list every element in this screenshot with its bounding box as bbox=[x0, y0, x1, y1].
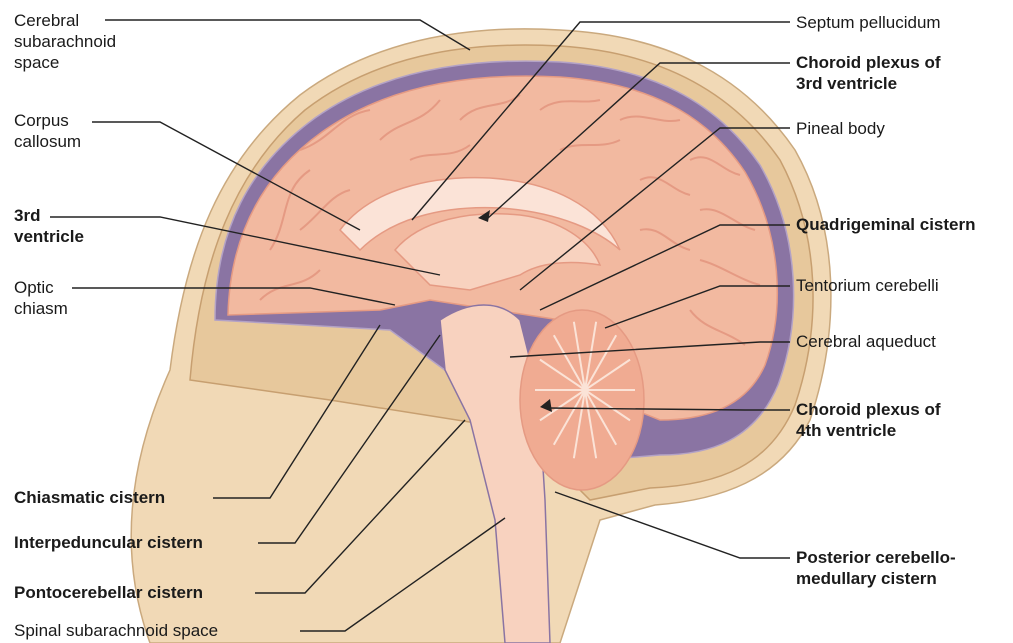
label-line: Cerebral bbox=[14, 10, 116, 31]
label-optic-chiasm: Optic chiasm bbox=[14, 277, 68, 319]
label-line: chiasm bbox=[14, 298, 68, 319]
label-line: Choroid plexus of bbox=[796, 399, 941, 420]
label-line: Posterior cerebello- bbox=[796, 547, 956, 568]
label-spinal-subarachnoid-space: Spinal subarachnoid space bbox=[14, 620, 218, 641]
label-line: ventricle bbox=[14, 226, 84, 247]
label-corpus-callosum: Corpus callosum bbox=[14, 110, 81, 152]
label-line: medullary cistern bbox=[796, 568, 956, 589]
label-line: 3rd bbox=[14, 205, 84, 226]
label-choroid-plexus-3rd: Choroid plexus of 3rd ventricle bbox=[796, 52, 941, 94]
label-line: Corpus bbox=[14, 110, 81, 131]
label-line: 4th ventricle bbox=[796, 420, 941, 441]
label-posterior-cerebellomedullary-cistern: Posterior cerebello- medullary cistern bbox=[796, 547, 956, 589]
label-line: subarachnoid bbox=[14, 31, 116, 52]
label-line: 3rd ventricle bbox=[796, 73, 941, 94]
label-line: space bbox=[14, 52, 116, 73]
label-line: Choroid plexus of bbox=[796, 52, 941, 73]
label-chiasmatic-cistern: Chiasmatic cistern bbox=[14, 487, 165, 508]
label-line: Optic bbox=[14, 277, 68, 298]
label-pineal-body: Pineal body bbox=[796, 118, 885, 139]
label-tentorium-cerebelli: Tentorium cerebelli bbox=[796, 275, 939, 296]
label-cerebral-aqueduct: Cerebral aqueduct bbox=[796, 331, 936, 352]
label-pontocerebellar-cistern: Pontocerebellar cistern bbox=[14, 582, 203, 603]
label-cerebral-subarachnoid-space: Cerebral subarachnoid space bbox=[14, 10, 116, 73]
label-interpeduncular-cistern: Interpeduncular cistern bbox=[14, 532, 203, 553]
label-line: callosum bbox=[14, 131, 81, 152]
label-choroid-plexus-4th: Choroid plexus of 4th ventricle bbox=[796, 399, 941, 441]
label-quadrigeminal-cistern: Quadrigeminal cistern bbox=[796, 214, 976, 235]
label-third-ventricle: 3rd ventricle bbox=[14, 205, 84, 247]
cerebellum bbox=[520, 310, 644, 490]
label-septum-pellucidum: Septum pellucidum bbox=[796, 12, 941, 33]
